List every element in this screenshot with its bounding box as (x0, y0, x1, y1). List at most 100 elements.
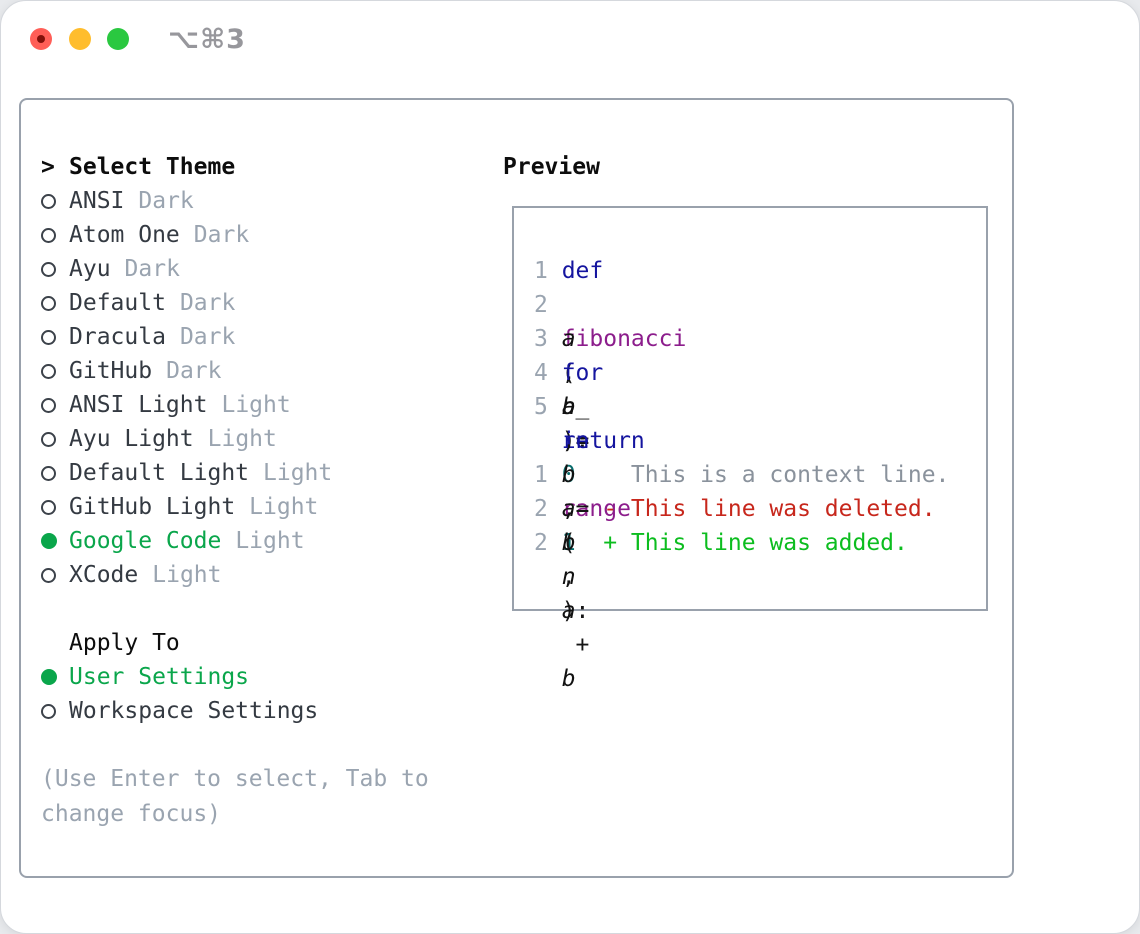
theme-option-ansi[interactable]: ANSI Dark (41, 184, 491, 218)
select-theme-header-row: > Select Theme (41, 150, 491, 184)
code-token: b (561, 462, 576, 488)
code-token: = (561, 428, 604, 454)
apply-option-user-settings[interactable]: User Settings (41, 660, 491, 694)
title-bar: ⌥⌘3 (1, 1, 1139, 73)
theme-name: Google Code (69, 528, 222, 554)
theme-name: GitHub (69, 358, 153, 384)
code-token: , (561, 428, 590, 454)
code-line: 2 + This line was added. (534, 526, 966, 560)
code-line: 2 a, b = 0, 1 (534, 288, 966, 556)
code-token: 1 (561, 530, 576, 556)
code-token: a (561, 496, 576, 522)
close-button[interactable] (30, 28, 52, 50)
line-number: 2 (534, 292, 548, 318)
theme-name: Ayu (69, 256, 111, 282)
radio-icon (41, 431, 56, 447)
line-content: This is a context line. (562, 458, 950, 492)
code-line: 5 return a (534, 390, 966, 522)
theme-name: Dracula (69, 324, 166, 350)
theme-variant-tag: Dark (124, 256, 180, 282)
code-token: b (561, 530, 576, 556)
line-content: for _ in range(n): (562, 322, 631, 624)
radio-icon (41, 397, 56, 413)
theme-option-ansi-light[interactable]: ANSI Light Light (41, 388, 491, 422)
code-line: 4 a, b = b, a + b (534, 356, 966, 692)
spacer (41, 592, 491, 626)
apply-option-workspace-settings[interactable]: Workspace Settings (41, 694, 491, 728)
apply-to-header-row: Apply To (41, 626, 491, 660)
code-token (562, 390, 645, 424)
code-line: 1 This is a context line. (534, 458, 966, 492)
code-token: n (561, 394, 576, 420)
line-content: a, b = 0, 1 (562, 288, 604, 556)
line-content: a, b = b, a + b (562, 356, 604, 692)
theme-option-default[interactable]: Default Dark (41, 286, 491, 320)
select-theme-title: Select Theme (69, 154, 236, 180)
line-number: 2 (534, 496, 548, 522)
zoom-button[interactable] (107, 28, 129, 50)
code-token: range (561, 496, 631, 522)
theme-name: GitHub Light (69, 494, 236, 520)
theme-variant-tag: Light (207, 426, 277, 452)
line-number: 2 (534, 530, 548, 556)
theme-variant-tag: Light (152, 562, 222, 588)
theme-name: Atom One (69, 222, 180, 248)
line-content: return a (562, 390, 645, 522)
theme-option-xcode[interactable]: XCode Light (41, 558, 491, 592)
code-token: b (561, 394, 576, 420)
radio-icon (41, 567, 56, 583)
code-token: This is a context line. (561, 462, 950, 488)
code-token (562, 322, 631, 356)
theme-name: Default (69, 290, 166, 316)
apply-option-label: Workspace Settings (69, 698, 319, 724)
code-token: , (561, 360, 590, 386)
theme-name: XCode (69, 562, 139, 588)
code-token (562, 288, 604, 322)
radio-icon (41, 329, 56, 345)
theme-variant-tag: Light (221, 392, 291, 418)
code-token: + (561, 632, 604, 658)
line-number: 5 (534, 394, 548, 420)
radio-selected-icon (41, 533, 57, 549)
theme-option-ayu-light[interactable]: Ayu Light Light (41, 422, 491, 456)
line-number (534, 424, 548, 458)
code-token: ( (561, 530, 576, 556)
help-text: (Use Enter to select, Tab to change focu… (41, 766, 429, 827)
radio-icon (41, 465, 56, 481)
line-content: - This line was deleted. (562, 492, 935, 526)
code-token: ): (561, 428, 590, 454)
code-token: in (561, 428, 590, 454)
theme-variant-tag: Dark (138, 188, 194, 214)
line-number: 3 (534, 326, 548, 352)
theme-variant-tag: Light (249, 494, 319, 520)
spacer (41, 728, 491, 762)
theme-variant-tag: Dark (179, 290, 236, 316)
theme-name: Ayu Light (69, 426, 194, 452)
radio-selected-icon (41, 669, 57, 685)
line-number: 4 (534, 360, 548, 386)
theme-name: ANSI Light (69, 392, 208, 418)
code-token: , (561, 564, 590, 590)
radio-icon (41, 261, 56, 277)
apply-to-title: Apply To (69, 630, 180, 656)
radio-icon (41, 499, 56, 515)
minimize-button[interactable] (69, 28, 91, 50)
radio-icon (41, 703, 56, 719)
theme-option-ayu[interactable]: Ayu Dark (41, 252, 491, 286)
theme-name: ANSI (69, 188, 125, 214)
theme-name: Default Light (69, 460, 250, 486)
code-token: a (561, 326, 576, 352)
theme-option-github-light[interactable]: GitHub Light Light (41, 490, 491, 524)
